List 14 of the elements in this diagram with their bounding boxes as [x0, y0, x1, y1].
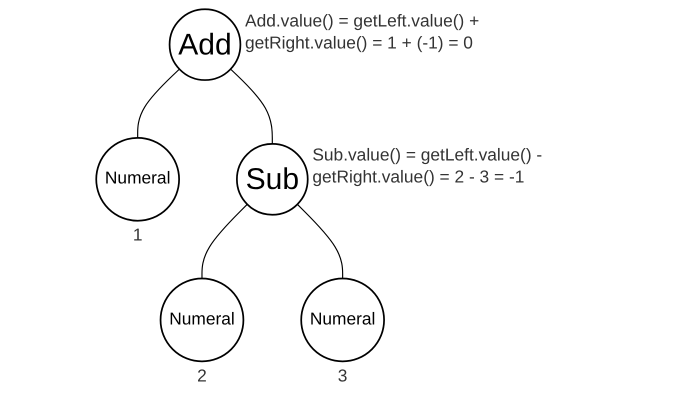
node-circle: Sub [236, 143, 309, 216]
value-label: 2 [197, 366, 207, 386]
connector [296, 204, 344, 279]
annotation-text: Sub.value() = getLeft.value() - getRight.value() = 2 - 3 = -1 [312, 146, 542, 188]
connector [201, 204, 248, 279]
connector [230, 68, 273, 144]
connector [137, 68, 180, 138]
value-label: 3 [338, 366, 348, 386]
node-circle: Numeral [160, 278, 244, 362]
node-circle: Numeral [95, 137, 180, 222]
node-circle: Add [168, 8, 242, 81]
value-label: 1 [132, 225, 142, 245]
node-circle: Numeral [300, 278, 385, 362]
annotation-text: Add.value() = getLeft.value() + getRight.value() = 1 + (-1) = 0 [245, 12, 480, 53]
